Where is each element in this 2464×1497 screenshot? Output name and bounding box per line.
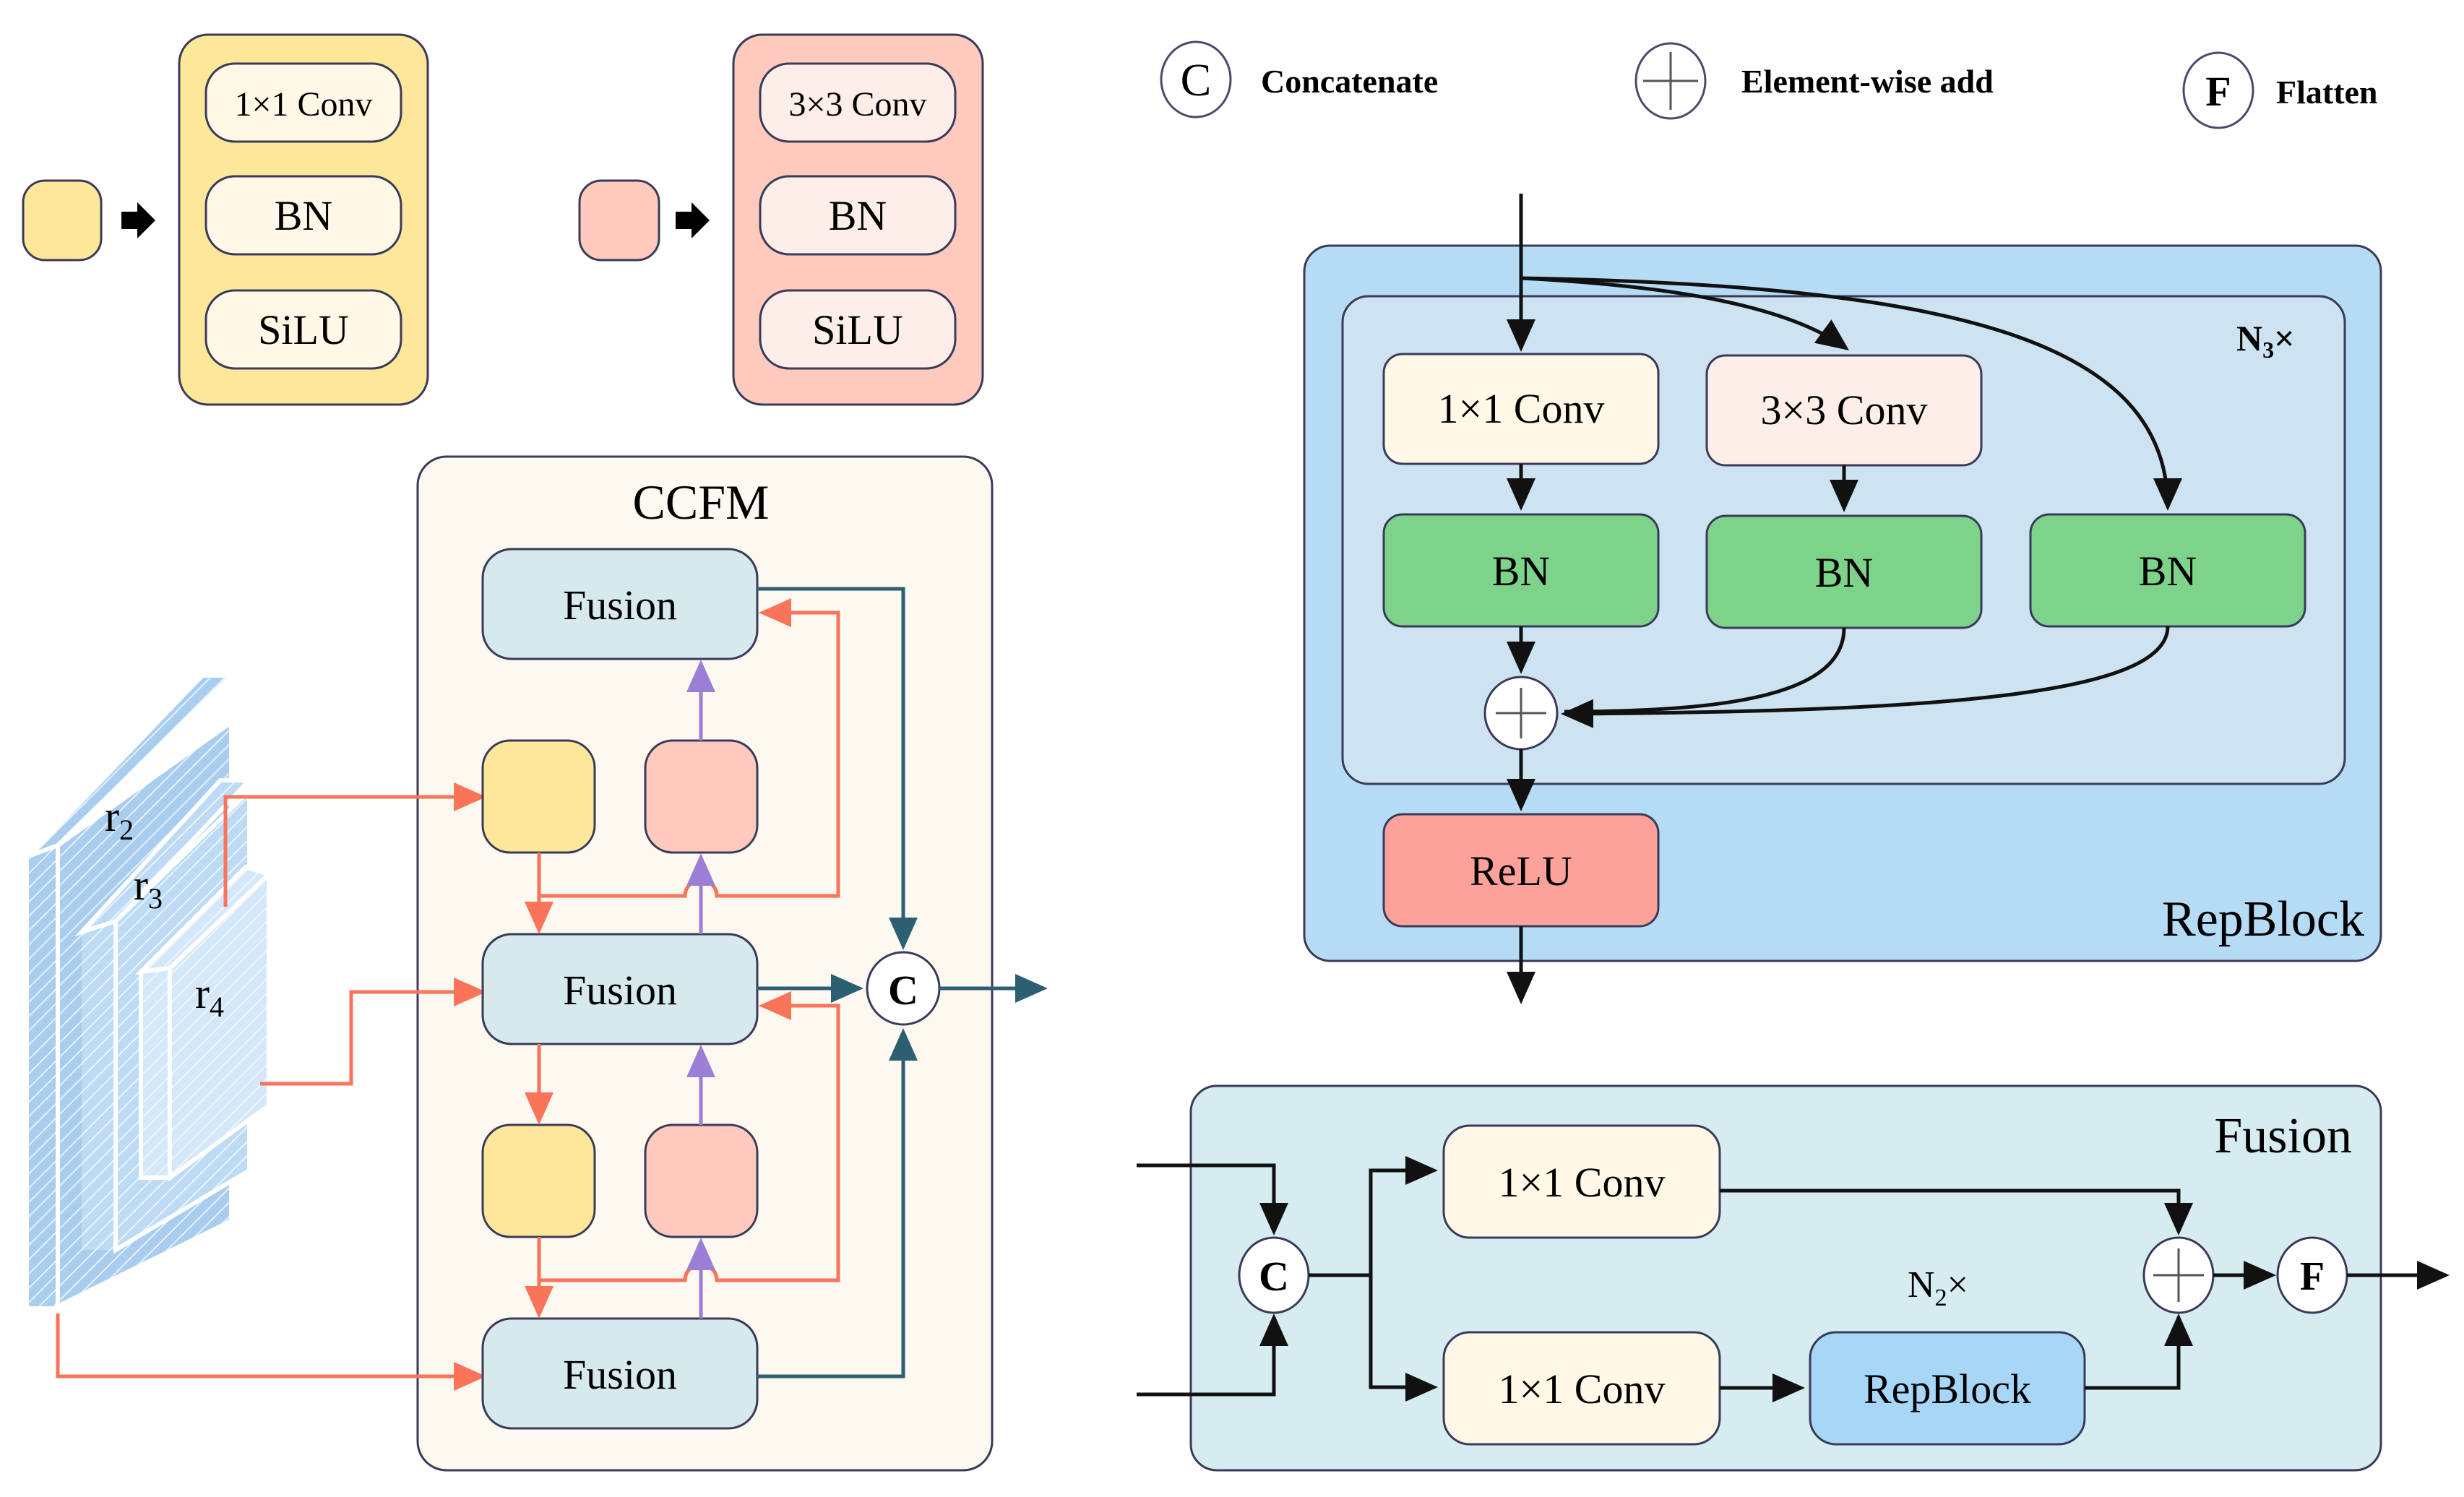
r3-label: r3 xyxy=(134,861,163,915)
yellow-layer-conv-label: 1×1 Conv xyxy=(234,85,372,124)
repblock-conv-1x1-label: 1×1 Conv xyxy=(1438,385,1605,432)
flatten-icon xyxy=(2182,51,2254,129)
repblock-relu-label: ReLU xyxy=(1470,847,1572,894)
ccfm-fusion-top-label: Fusion xyxy=(563,582,677,629)
fusion-input-bottom xyxy=(1137,1313,1288,1397)
concat-icon xyxy=(1160,40,1232,118)
yellow-layer-silu xyxy=(204,289,402,370)
input-feature-stack: r2 r3 r4 xyxy=(27,673,273,1310)
feature-map-r4-top xyxy=(134,864,273,975)
pink-layer-bn xyxy=(759,175,957,256)
arrow-r2-to-fusion-bottom xyxy=(56,1313,486,1391)
flatten-icon-glyph: F xyxy=(2205,68,2231,115)
symbol-legend: C Concatenate Element-wise add F Flatten xyxy=(1160,40,2378,129)
ccfm-fusion-bottom-label: Fusion xyxy=(563,1351,677,1398)
repblock-title: RepBlock xyxy=(2162,892,2364,947)
concat-icon-glyph: C xyxy=(1181,54,1212,105)
arrow-fusion-top-to-concat xyxy=(757,587,918,950)
repblock-branch-3x3 xyxy=(1520,276,1850,350)
arrow-split-to-conv-bottom xyxy=(1369,1275,1438,1402)
pink-layer-silu xyxy=(759,289,957,370)
feature-map-r3 xyxy=(82,921,116,1250)
repblock-repeat-label: N3× xyxy=(2236,318,2295,363)
flatten-legend-label: Flatten xyxy=(2276,74,2378,111)
fusion-concat-glyph: C xyxy=(1259,1253,1289,1300)
right-arrow-icon xyxy=(121,202,155,238)
ccfm-module: CCFM Fusion Fusion Fusion xyxy=(56,455,1048,1472)
fusion-title: Fusion xyxy=(2214,1108,2352,1164)
pink-layer-silu-label: SiLU xyxy=(812,306,903,353)
pink-block-swatch xyxy=(578,179,660,262)
fusion-input-top xyxy=(1137,1163,1288,1235)
feature-map-r3-top xyxy=(74,778,254,937)
ccfm-yellow-block-lower xyxy=(481,1123,596,1238)
fusion-flatten-glyph: F xyxy=(2300,1254,2325,1299)
pink-layer-conv-label: 3×3 Conv xyxy=(788,85,926,124)
add-legend-label: Element-wise add xyxy=(1741,63,1994,100)
repblock-bn-2-label: BN xyxy=(1815,549,1874,596)
right-arrow-icon xyxy=(676,202,710,238)
arrow-r3-to-yellow xyxy=(223,782,486,907)
legend-yellow-block: 1×1 Conv BN SiLU xyxy=(22,33,429,406)
ccfm-title: CCFM xyxy=(633,475,770,530)
ccfm-yellow-block-upper xyxy=(481,739,596,854)
ccfm-fusion-bottom xyxy=(481,1317,759,1430)
arrow-repblock-to-add xyxy=(2085,1313,2193,1390)
pink-layer-conv xyxy=(759,62,957,143)
fusion-conv-top xyxy=(1442,1124,1721,1239)
concat-legend-label: Concatenate xyxy=(1261,63,1438,100)
fusion-module: Fusion C 1×1 Conv 1×1 Conv RepBlock N2× … xyxy=(1137,1084,2450,1472)
arrow-r4-to-fusion-mid xyxy=(260,978,486,1086)
fusion-conv-bottom-label: 1×1 Conv xyxy=(1499,1366,1666,1412)
arrow-bn2-to-add xyxy=(1564,627,1846,714)
feature-map-r2 xyxy=(29,845,58,1306)
fusion-conv-top-label: 1×1 Conv xyxy=(1499,1159,1666,1206)
feature-map-r2-top xyxy=(27,673,237,858)
ccfm-pink-block-lower xyxy=(644,1123,759,1238)
repblock-module: N3× RepBlock 1×1 Conv 3×3 Conv BN BN BN … xyxy=(1303,194,2382,1004)
repblock-bn-3-label: BN xyxy=(2139,548,2197,595)
ccfm-concat-glyph: C xyxy=(888,967,918,1014)
repblock-branch-identity xyxy=(1520,276,2182,511)
yellow-layer-bn xyxy=(204,175,402,256)
fusion-repblock-label: RepBlock xyxy=(1864,1366,2031,1412)
repblock-bn-1-label: BN xyxy=(1492,548,1551,595)
ccfm-fusion-top xyxy=(481,548,759,660)
arrow-split-to-conv-top xyxy=(1369,1156,1438,1275)
arrow-bn3-to-add xyxy=(1561,626,2170,728)
feature-map-r4 xyxy=(139,965,172,1180)
r4-label: r4 xyxy=(195,970,224,1023)
fusion-repeat-label: N2× xyxy=(1908,1264,1968,1311)
ccfm-fusion-mid-label: Fusion xyxy=(563,967,677,1014)
r2-label: r2 xyxy=(105,793,134,846)
ccfm-pink-block-upper xyxy=(644,739,759,854)
pink-layer-bn-label: BN xyxy=(829,192,887,239)
yellow-block-swatch xyxy=(22,179,103,262)
arrow-fusion-bottom-to-concat xyxy=(757,1028,918,1379)
repblock-conv-3x3-label: 3×3 Conv xyxy=(1761,387,1928,433)
legend-pink-block: 3×3 Conv BN SiLU xyxy=(578,33,984,406)
yellow-layer-silu-label: SiLU xyxy=(258,306,349,353)
yellow-layer-bn-label: BN xyxy=(275,192,333,239)
arrow-conv-top-to-add xyxy=(1720,1188,2193,1235)
yellow-layer-conv xyxy=(204,62,402,143)
